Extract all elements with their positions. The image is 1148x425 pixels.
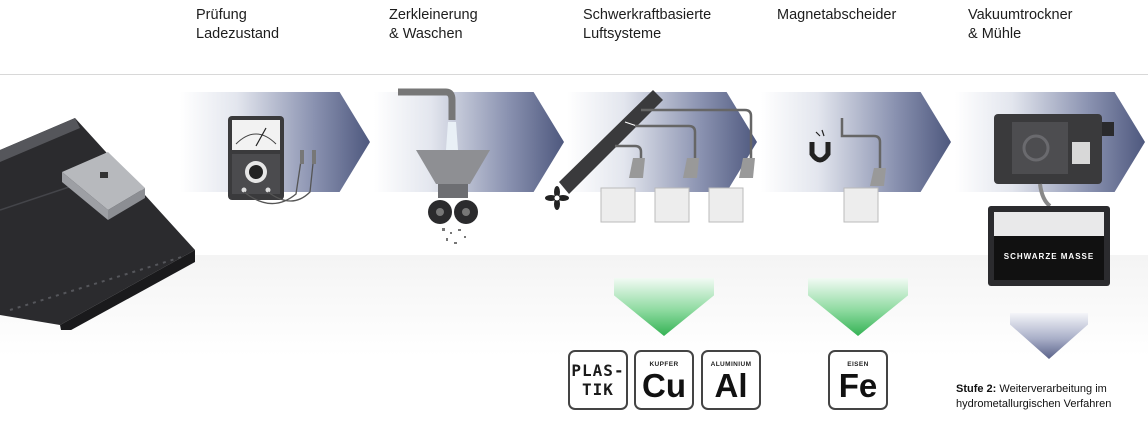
step-label-line: Magnetabscheider — [777, 7, 897, 23]
step-label-luftsysteme: Schwerkraftbasierte Luftsysteme — [583, 6, 711, 44]
element-name: EISEN — [847, 361, 869, 368]
multimeter-icon — [228, 116, 316, 205]
magnet-icon — [809, 118, 886, 223]
element-plastik-line: PLAS- — [571, 361, 625, 380]
step-label-line: & Waschen — [389, 26, 463, 42]
battery-pack-icon — [0, 118, 195, 330]
step-label-line: & Mühle — [968, 26, 1022, 42]
process-arrow-4 — [761, 92, 951, 192]
element-symbol: Cu — [642, 366, 686, 404]
stage2-line2: hydrometallurgischen Verfahren — [956, 398, 1112, 410]
air-separator-icon — [559, 90, 755, 223]
element-tile-cu: KUPFER Cu — [634, 350, 694, 410]
stage2-bold: Stufe 2: — [956, 383, 997, 395]
element-tile-fe: EISEN Fe — [828, 350, 888, 410]
step-label-line: Schwerkraftbasierte — [583, 7, 712, 23]
black-mass-label: SCHWARZE MASSE — [1003, 252, 1095, 261]
element-symbol: Al — [714, 366, 748, 404]
element-plastik-line: TIK — [582, 380, 614, 399]
fan-icon — [545, 186, 569, 210]
stage2-note: Stufe 2: Weiterverarbeitung im hydrometa… — [956, 382, 1111, 412]
stage2-line1: Stufe 2: Weiterverarbeitung im — [956, 382, 1111, 397]
vacuum-dryer-icon — [988, 114, 1114, 286]
element-name: ALUMINIUM — [710, 361, 752, 368]
element-plastik-text: PLAS- TIK — [571, 361, 624, 399]
element-symbol: Fe — [838, 366, 878, 404]
step-label-line: Vakuumtrockner — [968, 7, 1073, 23]
shredder-icon — [398, 88, 490, 244]
header-divider — [0, 74, 1148, 75]
process-arrow-3 — [567, 92, 757, 192]
step-label-line: Luftsysteme — [583, 26, 662, 42]
step-label-line: Ladezustand — [196, 26, 280, 42]
step-label-vakuumtrockner: Vakuumtrockner & Mühle — [968, 6, 1073, 44]
step-label-magnetabscheider: Magnetabscheider — [777, 6, 896, 25]
step-label-line: Zerkleinerung — [389, 7, 478, 23]
step-label-pruefung: Prüfung Ladezustand — [196, 6, 279, 44]
element-tile-plastik: PLAS- TIK — [568, 350, 628, 410]
step-label-zerkleinerung: Zerkleinerung & Waschen — [389, 6, 478, 44]
stage2-rest: Weiterverarbeitung im — [996, 383, 1107, 395]
element-tile-al: ALUMINIUM Al — [701, 350, 761, 410]
element-name: KUPFER — [649, 361, 679, 368]
step-label-line: Prüfung — [196, 7, 247, 23]
